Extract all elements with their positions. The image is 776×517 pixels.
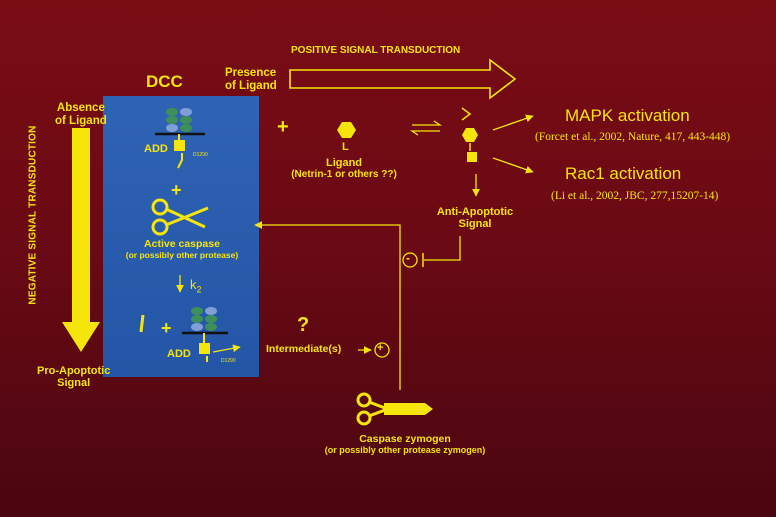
plus-sign-cleavage: + (161, 318, 172, 338)
negative-signal-label: NEGATIVE SIGNAL TRANSDUCTION (24, 100, 42, 330)
anti-apoptotic-label: Anti-Apoptotic Signal (423, 206, 527, 230)
ligand-hexagon-icon (337, 122, 356, 138)
add-label: ADD (144, 143, 168, 155)
negative-effect-circle (402, 252, 418, 268)
absence-of-ligand-label: Absence of Ligand (55, 102, 107, 128)
d1290-label: D1290 (193, 152, 208, 158)
zymogen-prodomain-icon (384, 403, 433, 415)
receptor-ligand-complex-icon (461, 107, 478, 162)
add-label-bottom: ADD (167, 348, 191, 360)
pro-apoptotic-line2: Signal (57, 377, 91, 389)
dcc-title: DCC (146, 72, 183, 91)
caspase-zymogen-note: (or possibly other protease zymogen) (324, 445, 486, 455)
active-caspase-title: Active caspase (144, 238, 220, 250)
positive-signal-arrow (289, 58, 517, 100)
cleaved-fragment-icon (139, 314, 145, 333)
zymogen-activation-arrow (254, 221, 401, 390)
negative-signal-text: NEGATIVE SIGNAL TRANSDUCTION (27, 125, 39, 305)
pro-apoptotic-line1: Pro-Apoptotic (37, 365, 111, 377)
active-caspase-label: Active caspase (or possibly other protea… (107, 239, 257, 261)
d1290-arrow (212, 344, 241, 353)
absence-line1: Absence (56, 102, 105, 114)
scissors-icon (151, 198, 209, 236)
active-caspase-note: (or possibly other protease) (125, 250, 239, 260)
mapk-arrow (492, 114, 534, 131)
ligand-name: Ligand (325, 157, 363, 169)
presence-line2: of Ligand (225, 80, 277, 92)
positive-effect-sign: + (377, 342, 384, 354)
anti-apoptotic-line2: Signal (458, 218, 492, 230)
d1290-label-bottom: D1290 (221, 358, 236, 364)
positive-effect-circle (374, 342, 390, 358)
negative-signal-arrow (62, 128, 100, 352)
inhibition-line (424, 236, 461, 261)
mapk-citation: (Forcet et al., 2002, Nature, 417, 443-4… (535, 131, 731, 143)
k2-letter: k (190, 277, 197, 292)
k2-label: k2 (190, 277, 202, 295)
caspase-zymogen-label: Caspase zymogen (or possibly other prote… (290, 434, 520, 456)
pro-apoptotic-label: Pro-Apoptotic Signal (37, 365, 110, 389)
rac1-activation-label: Rac1 activation (565, 164, 682, 183)
negative-effect-sign: - (406, 251, 410, 265)
mapk-activation-label: MAPK activation (565, 106, 690, 125)
equilibrium-arrows-icon (409, 120, 443, 136)
intermediate-label: Intermediate(s) (266, 343, 342, 355)
ligand-label: Ligand (Netrin-1 or others ??) (274, 157, 414, 181)
anti-apoptotic-line1: Anti-Apoptotic (436, 206, 514, 218)
rac1-citation: (Li et al., 2002, JBC, 277,15207-14) (551, 190, 719, 202)
ligand-note: (Netrin-1 or others ??) (291, 169, 397, 180)
positive-signal-label: POSITIVE SIGNAL TRANSDUCTION (291, 45, 461, 56)
absence-line2: of Ligand (55, 115, 107, 127)
ligand-letter: L (342, 141, 349, 153)
rac1-arrow (492, 157, 534, 174)
caspase-zymogen-title: Caspase zymogen (359, 433, 451, 445)
k2-subscript: 2 (196, 284, 202, 295)
question-mark: ? (297, 314, 310, 336)
plus-sign-caspase: + (171, 180, 182, 200)
dcc-receptor-cleaved-icon (182, 307, 228, 362)
dcc-receptor-icon (155, 108, 205, 169)
plus-sign-ligand: + (277, 116, 289, 138)
zymogen-scissors-icon (356, 392, 386, 426)
presence-line1: Presence (225, 67, 277, 79)
presence-of-ligand-label: Presence of Ligand (225, 67, 277, 93)
